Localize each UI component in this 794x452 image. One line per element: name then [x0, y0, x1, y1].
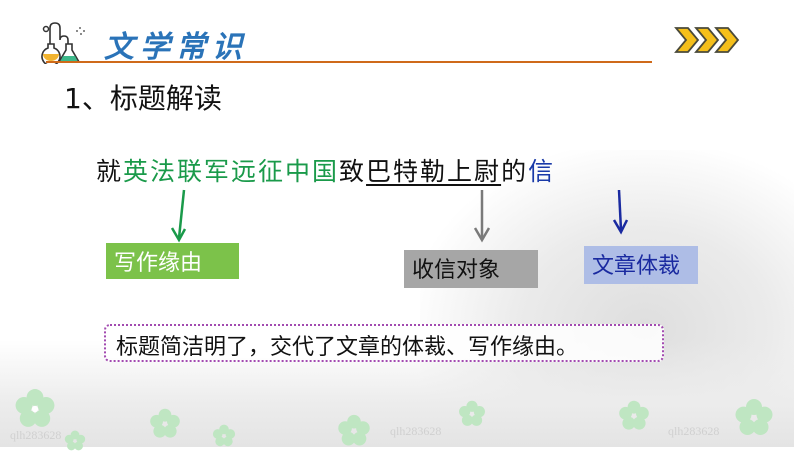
- title-part-of: 的: [501, 157, 529, 186]
- flower-decoration-icon: [212, 424, 236, 447]
- flower-decoration-icon: [619, 400, 649, 430]
- flower-decoration-icon: [15, 389, 55, 427]
- chevron-arrows-icon: [674, 27, 740, 53]
- gray-arrow-icon: [473, 190, 491, 243]
- summary-box: 标题简洁明了，交代了文章的体裁、写作缘由。: [104, 324, 664, 362]
- label-genre: 文章体裁: [584, 246, 698, 284]
- title-part-reason: 英法联军远征中国: [123, 157, 340, 186]
- flower-decoration-icon: [735, 399, 773, 435]
- blue-arrow-icon: [612, 189, 629, 235]
- title-part-recipient: 巴特勒上尉: [366, 157, 502, 186]
- letter-title-sentence: 就英法联军远征中国致巴特勒上尉的信: [96, 152, 555, 188]
- title-part-to: 致: [339, 157, 367, 186]
- watermark: qlh283628: [668, 424, 720, 438]
- green-arrow-icon: [170, 189, 187, 243]
- flower-decoration-icon: [64, 430, 86, 451]
- flower-decoration-icon: [338, 414, 370, 446]
- flower-decoration-icon: [150, 408, 180, 438]
- watermark: qlh283628: [10, 428, 62, 442]
- title-part-genre: 信: [528, 157, 556, 186]
- flower-decoration-icon: [459, 400, 485, 426]
- label-recipient: 收信对象: [404, 250, 538, 288]
- label-writing-reason: 写作缘由: [106, 243, 239, 279]
- watermark: qlh283628: [390, 424, 442, 438]
- title-part-prefix: 就: [96, 157, 124, 186]
- lab-flask-icon: [41, 22, 85, 64]
- header-title: 文学常识: [104, 30, 248, 65]
- header-divider: [46, 61, 652, 63]
- section-title: 1、标题解读: [64, 82, 222, 115]
